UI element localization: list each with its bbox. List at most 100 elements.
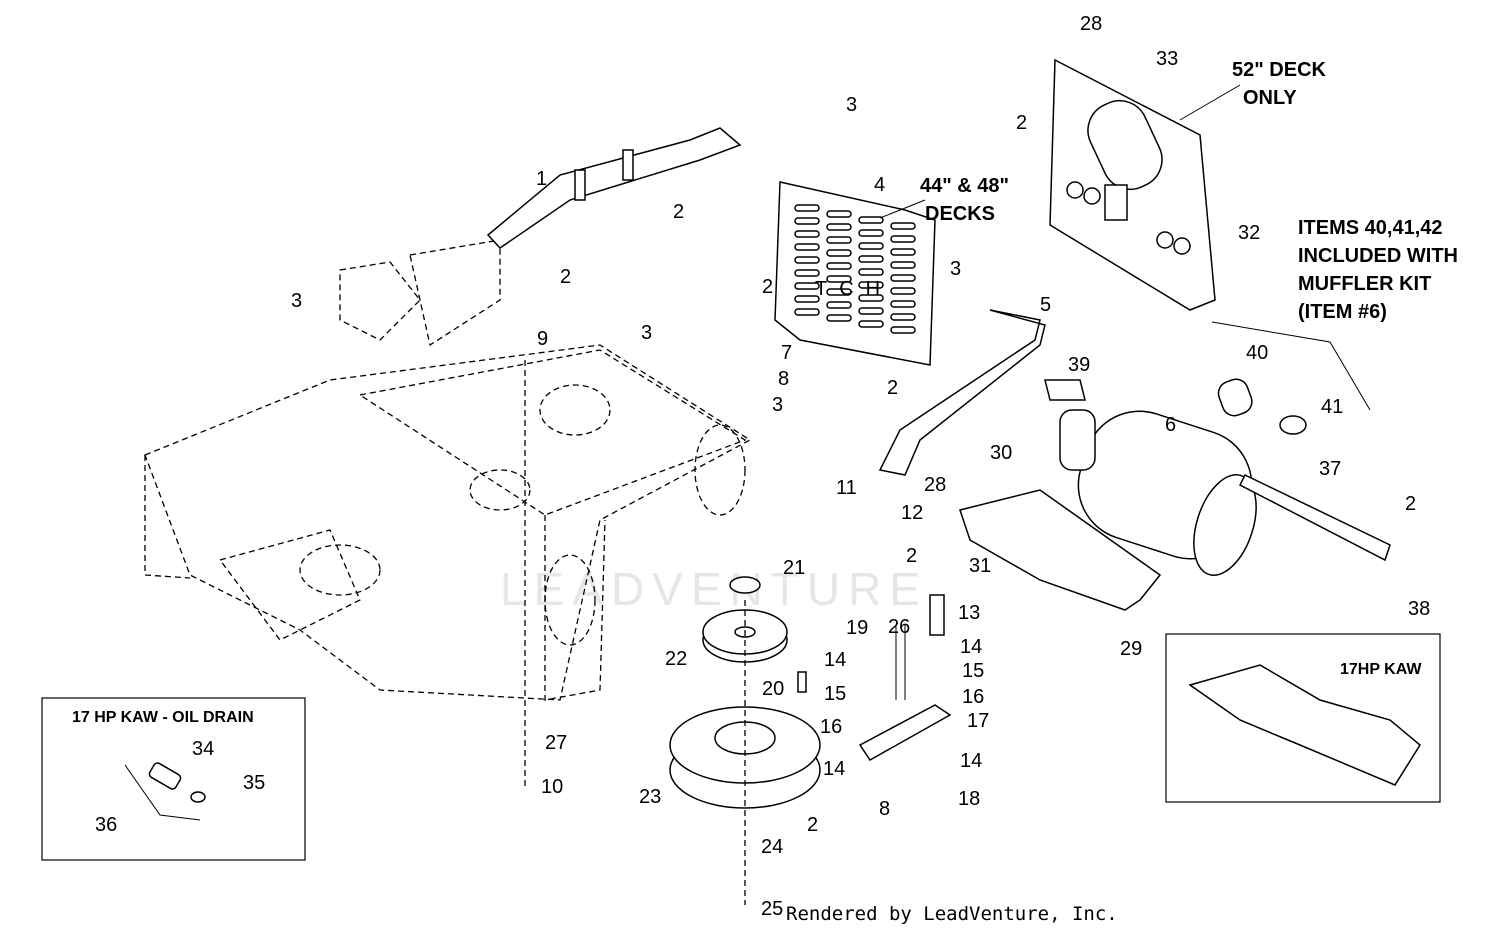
callout-15: 15 [824,683,846,705]
key-20 [797,671,807,693]
plate-17 [858,704,952,761]
callout-2: 2 [1016,112,1027,134]
callout-37: 37 [1319,458,1341,480]
spacer-13 [929,594,945,636]
note-items-line1: ITEMS 40,41,42 [1298,217,1443,239]
callout-32: 32 [1238,222,1260,244]
callout-3: 3 [846,94,857,116]
grille-slot [794,308,820,316]
grille-slot [858,307,884,315]
grille-slot [890,261,916,269]
grille-slot [794,295,820,303]
muffler-6 [1044,379,1257,576]
grille-slot [890,222,916,230]
callout-24: 24 [761,836,783,858]
callout-29: 29 [1120,638,1142,660]
callout-30: 30 [990,442,1012,464]
callout-2: 2 [1405,493,1416,515]
spacer-21 [729,576,761,594]
note-44-48-decks: 44" & 48" [920,175,1009,197]
inset-kaw-title: 17HP KAW [1340,661,1422,678]
callout-2: 2 [807,814,818,836]
bracket-5 [878,309,1046,476]
bracket-post [574,169,586,201]
grille-slot [890,274,916,282]
note-52-deck: 52" DECK [1232,59,1327,81]
callout-41: 41 [1321,396,1343,418]
callout-13: 13 [958,602,980,624]
callout-34: 34 [192,738,214,760]
callout-35: 35 [243,772,265,794]
grille-slot [826,236,852,244]
callout-17: 17 [967,710,989,732]
callout-36: 36 [95,814,117,836]
callout-14: 14 [960,750,982,772]
callout-18: 18 [958,788,980,810]
grille-slot [794,204,820,212]
callout-38: 38 [1408,598,1430,620]
callout-14: 14 [960,636,982,658]
callout-2: 2 [906,545,917,567]
callout-3: 3 [950,258,961,280]
callout-2: 2 [560,266,571,288]
grille-slot [826,262,852,270]
callout-26: 26 [888,616,910,638]
grille-slot [794,282,820,290]
grille-slot [826,275,852,283]
grille-slot [826,249,852,257]
grille-slot [858,268,884,276]
callout-39: 39 [1068,354,1090,376]
grille-slot [890,287,916,295]
callout-5: 5 [1040,294,1051,316]
inset-17hp-kaw: 17HP KAW [1165,633,1441,803]
grille-slot [890,300,916,308]
grille-slot [826,301,852,309]
grille-slot [890,326,916,334]
grille-slot [890,248,916,256]
bracket-post [622,149,634,181]
callout-22: 22 [665,648,687,670]
heat-shield-panel-32 [1049,58,1216,311]
callout-28: 28 [924,474,946,496]
grille-panel-4: TCH [774,181,936,366]
note-decks: DECKS [925,203,995,225]
callout-11: 11 [836,477,857,499]
callout-33: 33 [1156,48,1178,70]
callout-6: 6 [1165,414,1176,436]
grille-slot [826,314,852,322]
callout-19: 19 [846,617,868,639]
grille-slot [858,255,884,263]
grille-slot [794,217,820,225]
inset-oil-drain: 17 HP KAW - OIL DRAIN [41,697,306,861]
heat-shield-29 [959,489,1162,611]
grille-slot [826,210,852,218]
note-items-line3: MUFFLER KIT [1298,273,1431,295]
grille-logo: TCH [815,278,892,300]
callout-31: 31 [969,555,991,577]
bracket-37 [1238,474,1391,562]
callout-23: 23 [639,786,661,808]
callout-25: 25 [761,898,783,920]
callout-4: 4 [874,174,885,196]
grille-slot [858,294,884,302]
grille-slot [858,229,884,237]
callout-3: 3 [291,290,302,312]
render-credit: Rendered by LeadVenture, Inc. [786,903,1118,925]
callout-16: 16 [962,686,984,708]
note-items-line4: (ITEM #6) [1298,301,1387,323]
grille-slot [858,216,884,224]
clutch-23-hub [714,721,776,755]
callout-8: 8 [778,368,789,390]
callout-2: 2 [673,201,684,223]
clamp-41 [1279,415,1307,435]
callout-10: 10 [541,776,563,798]
grille-slot [890,235,916,243]
callout-12: 12 [901,502,923,524]
callout-14: 14 [824,649,846,671]
grille-slot [858,242,884,250]
callout-3: 3 [772,394,783,416]
callout-40: 40 [1246,342,1268,364]
callout-28: 28 [1080,13,1102,35]
